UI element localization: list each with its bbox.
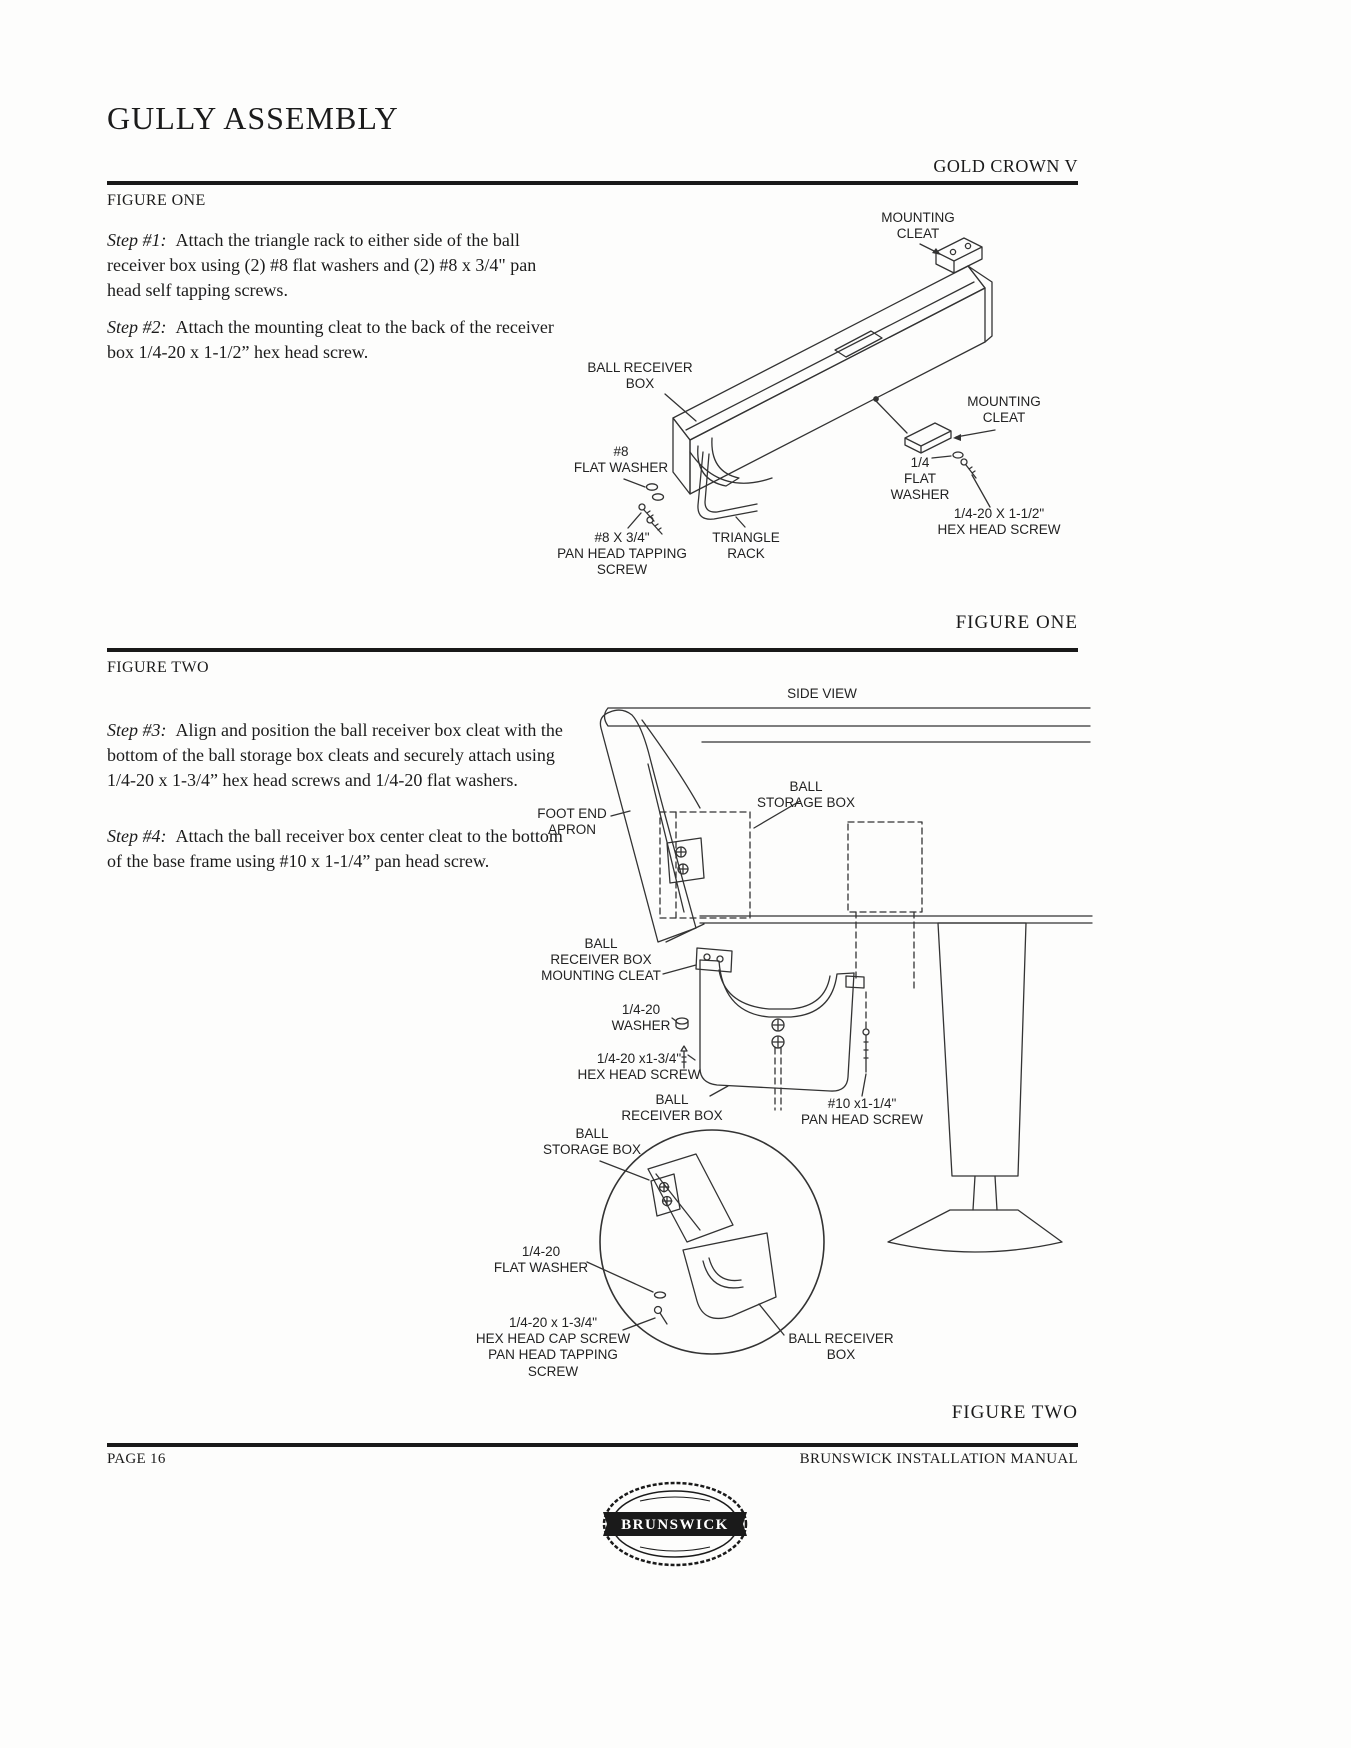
model-name: GOLD CROWN V bbox=[933, 156, 1078, 176]
callout-mounting-cleat-right: MOUNTING CLEAT bbox=[967, 394, 1041, 426]
header-rule bbox=[107, 181, 1078, 185]
logo-text: BRUNSWICK bbox=[621, 1517, 729, 1533]
step-3-lead: Step #3: bbox=[107, 720, 167, 740]
callout-triangle-rack: TRIANGLE RACK bbox=[712, 530, 780, 562]
figure-two-drawing bbox=[586, 707, 1093, 1355]
logo-ornament-top bbox=[639, 1496, 711, 1502]
step-2: Step #2:Attach the mounting cleat to the… bbox=[107, 315, 569, 365]
callout-ball-storage-box-detail: BALL STORAGE BOX bbox=[542, 1126, 642, 1158]
logo-ornament-bottom bbox=[639, 1546, 711, 1552]
callout-pan-head-tapping-screw: #8 X 3/4" PAN HEAD TAPPING SCREW bbox=[557, 530, 687, 578]
callout-receiver-box-mounting-cleat: BALL RECEIVER BOX MOUNTING CLEAT bbox=[541, 936, 661, 984]
callout-hex-head-cap-screw: 1/4-20 x 1-3/4" HEX HEAD CAP SCREW PAN H… bbox=[475, 1315, 631, 1379]
step-2-lead: Step #2: bbox=[107, 317, 167, 337]
callout-ball-receiver-box: BALL RECEIVER BOX bbox=[587, 360, 693, 392]
step-4-text: Attach the ball receiver box center clea… bbox=[107, 826, 563, 872]
step-4-lead: Step #4: bbox=[107, 826, 167, 846]
callout-quarter-flat-washer: 1/4 FLAT WASHER bbox=[890, 455, 950, 503]
callout-hex-head-screw: 1/4-20 X 1-1/2" HEX HEAD SCREW bbox=[937, 506, 1061, 538]
callout-ball-receiver-box-2: BALL RECEIVER BOX bbox=[621, 1092, 723, 1124]
logo-banner bbox=[603, 1512, 747, 1536]
callout-pan-head-screw-10: #10 x1-1/4" PAN HEAD SCREW bbox=[800, 1096, 924, 1128]
callout-ball-receiver-box-detail: BALL RECEIVER BOX bbox=[788, 1331, 894, 1363]
step-1: Step #1:Attach the triangle rack to eith… bbox=[107, 228, 569, 304]
callout-8-flat-washer: #8 FLAT WASHER bbox=[573, 444, 669, 476]
callout-foot-end-apron: FOOT END APRON bbox=[537, 806, 607, 838]
figure-one-caption: FIGURE ONE bbox=[955, 612, 1078, 633]
step-2-text: Attach the mounting cleat to the back of… bbox=[107, 317, 554, 363]
callout-quarter-washer: 1/4-20 WASHER bbox=[611, 1002, 671, 1034]
footer-rule bbox=[107, 1443, 1078, 1447]
step-3-text: Align and position the ball receiver box… bbox=[107, 720, 563, 791]
callout-ball-storage-box: BALL STORAGE BOX bbox=[756, 779, 856, 811]
step-1-text: Attach the triangle rack to either side … bbox=[107, 230, 537, 301]
callout-mounting-cleat-top: MOUNTING CLEAT bbox=[881, 210, 955, 242]
page-title: GULLY ASSEMBLY bbox=[107, 100, 399, 136]
figure-two-caption: FIGURE TWO bbox=[951, 1402, 1078, 1423]
page-number: PAGE 16 bbox=[107, 1451, 166, 1467]
section-rule bbox=[107, 648, 1078, 652]
callout-side-view: SIDE VIEW bbox=[787, 686, 857, 701]
figure-one-label: FIGURE ONE bbox=[107, 192, 206, 209]
brunswick-logo: BRUNSWICK bbox=[602, 1481, 748, 1567]
step-3: Step #3:Align and position the ball rece… bbox=[107, 718, 569, 794]
figure-one-drawing bbox=[623, 237, 996, 535]
manual-title: BRUNSWICK INSTALLATION MANUAL bbox=[799, 1451, 1078, 1467]
callout-hex-head-screw-2: 1/4-20 x1-3/4" HEX HEAD SCREW bbox=[577, 1051, 701, 1083]
figure-two-label: FIGURE TWO bbox=[107, 659, 209, 676]
step-1-lead: Step #1: bbox=[107, 230, 167, 250]
logo-outer-ring bbox=[602, 1481, 748, 1567]
callout-quarter-flat-washer-2: 1/4-20 FLAT WASHER bbox=[493, 1244, 589, 1276]
step-4: Step #4:Attach the ball receiver box cen… bbox=[107, 824, 569, 874]
